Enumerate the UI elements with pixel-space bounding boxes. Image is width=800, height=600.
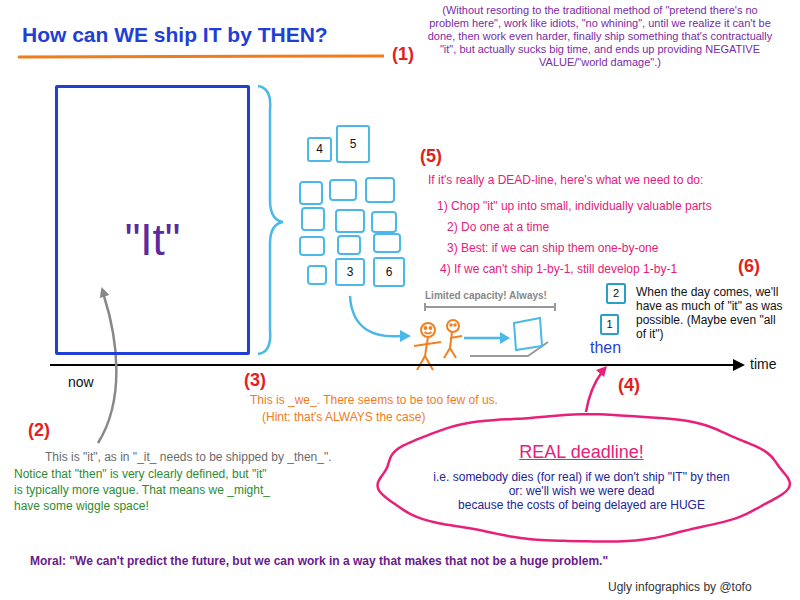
team-figures	[450, 324, 452, 326]
note-text: Notice that "then" is very clearly defin…	[14, 466, 276, 514]
part-boxes	[366, 178, 394, 202]
work-pipe	[464, 318, 548, 356]
timeline-axis	[733, 359, 745, 371]
part-box: 6	[373, 257, 405, 287]
work-pipe	[464, 337, 500, 340]
note-text: (Hint: that's ALWAYS the case)	[262, 410, 425, 424]
part-boxes	[300, 182, 322, 204]
part-box: 4	[307, 137, 332, 162]
timeline-axis	[50, 364, 735, 366]
work-pipe	[514, 318, 542, 350]
scope-box: "It"	[55, 85, 250, 355]
list-item: 3) Best: if we can ship them one-by-one	[447, 241, 658, 255]
node-label: "It"	[125, 214, 181, 267]
axis-label: now	[68, 374, 94, 391]
team-figures	[421, 323, 435, 337]
node-label: 3	[347, 265, 354, 279]
team-figures	[450, 332, 452, 348]
cloud-text: or: we'll wish we were dead	[509, 484, 655, 498]
team-figures	[417, 356, 425, 370]
callout-number: (3)	[244, 370, 266, 392]
team-figures	[454, 324, 456, 326]
deadline-arrow	[596, 366, 607, 377]
capacity-bar	[554, 303, 556, 311]
part-boxes	[302, 208, 324, 230]
scope-pointer	[98, 287, 116, 443]
node-label: 5	[350, 137, 357, 151]
flow-arrow	[400, 330, 411, 342]
part-boxes	[338, 236, 360, 254]
list-item: 1) Chop "it" up into small, individually…	[437, 199, 712, 213]
work-pipe	[470, 342, 548, 356]
part-boxes	[330, 180, 356, 200]
credit: Ugly infographics by @tofo	[608, 580, 752, 594]
node-label: 6	[386, 265, 393, 279]
axis-label: time	[750, 356, 776, 373]
callout-number: (5)	[420, 146, 442, 168]
work-pipe	[500, 332, 510, 344]
curly-bracket	[258, 86, 283, 354]
team-figures	[444, 348, 450, 358]
node-label: 2	[613, 287, 619, 300]
deadline-arrow	[586, 366, 607, 412]
callout-number: (1)	[392, 44, 414, 66]
team-figures	[450, 336, 462, 338]
node-label: 1	[606, 318, 612, 331]
note-text: This is _we_. There seems to be too few …	[250, 393, 498, 407]
team-figures	[447, 320, 459, 332]
callout-number: (2)	[28, 420, 50, 442]
note-text: When the day comes, we'll have as much o…	[636, 285, 788, 341]
team-figures	[425, 332, 432, 334]
team-figures	[430, 327, 432, 329]
part-boxes	[336, 210, 364, 232]
part-boxes	[372, 212, 396, 232]
capacity-bar	[425, 303, 555, 311]
team-figures	[414, 342, 441, 346]
part-box: 3	[335, 258, 365, 286]
part-boxes	[300, 178, 400, 284]
scope-pointer	[98, 296, 116, 443]
list-item: 4) If we can't ship 1-by-1, still develo…	[440, 262, 677, 276]
shipped-part-box: 2	[606, 283, 626, 304]
title-underline	[18, 56, 384, 57]
axis-label: then	[590, 338, 621, 357]
part-boxes	[300, 237, 324, 255]
timeline-axis	[50, 359, 745, 371]
callout-number: (6)	[738, 256, 760, 278]
part-boxes	[374, 234, 400, 252]
title: How can WE ship IT by THEN?	[22, 22, 328, 47]
team-figures	[425, 327, 427, 329]
part-boxes	[308, 266, 326, 284]
deadline-arrow	[586, 372, 602, 412]
cloud-text: because the costs of being delayed are H…	[458, 498, 705, 512]
team-figures	[414, 320, 462, 370]
team-figures	[425, 337, 428, 356]
flow-arrow	[350, 296, 411, 342]
callout-number: (4)	[618, 375, 640, 397]
shipped-part-box: 1	[600, 314, 619, 335]
team-figures	[450, 348, 456, 358]
scope-pointer	[100, 287, 110, 298]
curly-bracket	[258, 86, 283, 354]
moral-caption: Moral: "We can't predict the future, but…	[30, 554, 608, 568]
capacity-bar	[424, 303, 426, 311]
capacity-bar	[425, 306, 555, 308]
cloud-text: i.e. somebody dies (for real) if we don'…	[433, 470, 729, 484]
cloud-outline	[378, 414, 790, 541]
aside-note: (Without resorting to the traditional me…	[425, 4, 775, 69]
deadline-cloud: REAL deadline! i.e. somebody dies (for re…	[374, 410, 789, 545]
title-underline	[18, 56, 384, 57]
list-item: 2) Do one at a time	[447, 220, 549, 234]
note-text: This is "it", as in "_it_ needs to be sh…	[45, 450, 332, 464]
cloud-heading: REAL deadline!	[519, 442, 643, 464]
flow-arrow	[350, 296, 400, 336]
part-box: 5	[336, 125, 370, 163]
node-label: 4	[316, 142, 323, 156]
team-figures	[425, 356, 433, 370]
capacity-label: Limited capacity! Always!	[425, 290, 547, 302]
list-heading: If it's really a DEAD-line, here's what …	[428, 173, 703, 187]
